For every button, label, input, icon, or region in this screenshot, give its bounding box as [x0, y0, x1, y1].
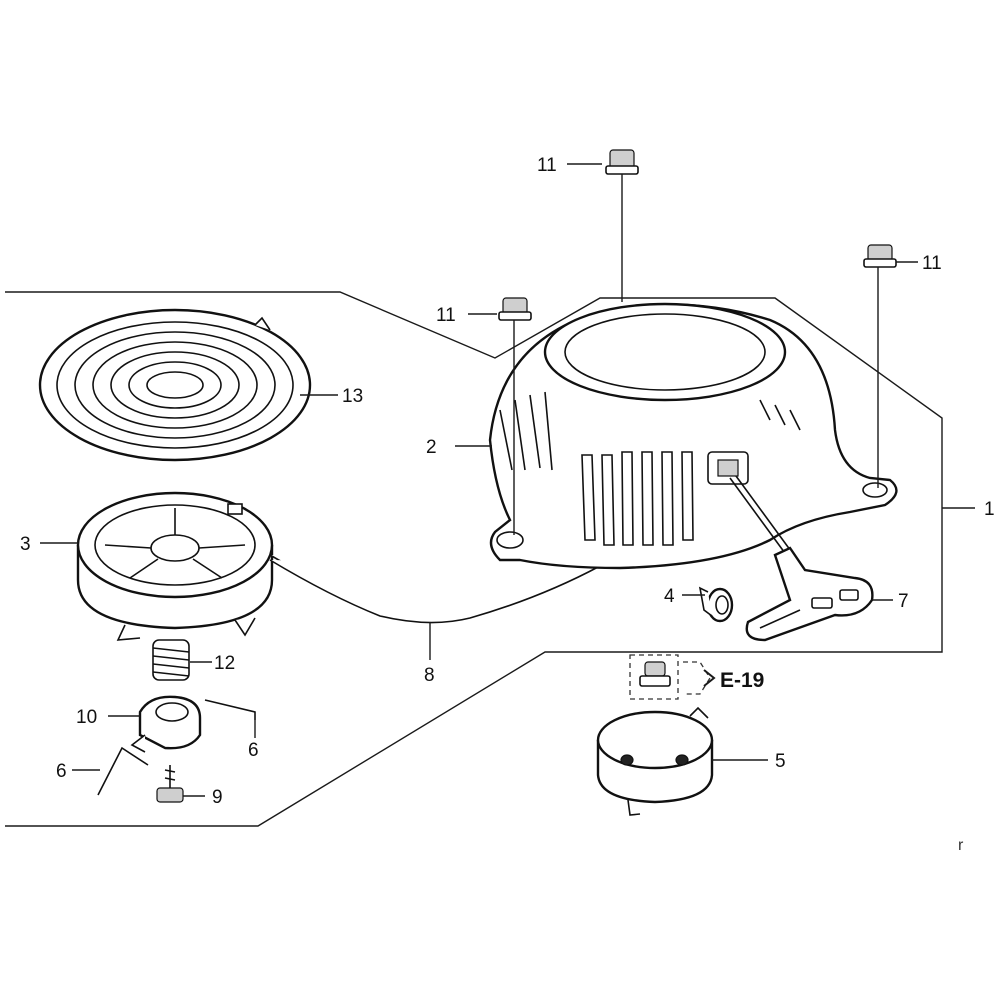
flange-nut-top	[567, 149, 639, 302]
pin-lower	[72, 746, 149, 796]
callout-7: 7	[898, 591, 909, 612]
pin-upper	[204, 699, 256, 738]
arrow-icon	[703, 669, 716, 687]
starter-pulley	[596, 706, 768, 816]
callout-4: 4	[664, 586, 675, 607]
ratchet	[108, 695, 202, 753]
callout-11a: 11	[537, 155, 557, 176]
callout-9: 9	[212, 787, 223, 808]
flange-nut-left	[468, 297, 532, 535]
callout-6a: 6	[56, 761, 67, 782]
flange-nut-right	[863, 244, 918, 488]
fan-cover	[455, 302, 898, 570]
callout-8: 8	[424, 665, 435, 686]
callout-5: 5	[775, 751, 786, 772]
rope-guide	[682, 586, 734, 623]
starter-grip	[729, 475, 893, 642]
callout-1: 1	[984, 499, 995, 520]
assembly-boundary	[5, 291, 975, 827]
starter-rope	[269, 554, 601, 660]
rewind-spring	[38, 308, 338, 462]
callout-13: 13	[342, 386, 363, 407]
callout-11c: 11	[922, 253, 942, 274]
callout-3: 3	[20, 534, 31, 555]
corner-mark: r	[958, 837, 964, 854]
screw	[156, 765, 205, 803]
callout-2: 2	[426, 437, 437, 458]
callout-12: 12	[214, 653, 235, 674]
reference-label: E-19	[720, 669, 764, 692]
callout-11b: 11	[436, 305, 456, 326]
reference-nut	[629, 654, 716, 700]
callout-10: 10	[76, 707, 97, 728]
callout-6b: 6	[248, 740, 259, 761]
reel	[40, 491, 274, 641]
ratchet-spring	[152, 639, 212, 681]
